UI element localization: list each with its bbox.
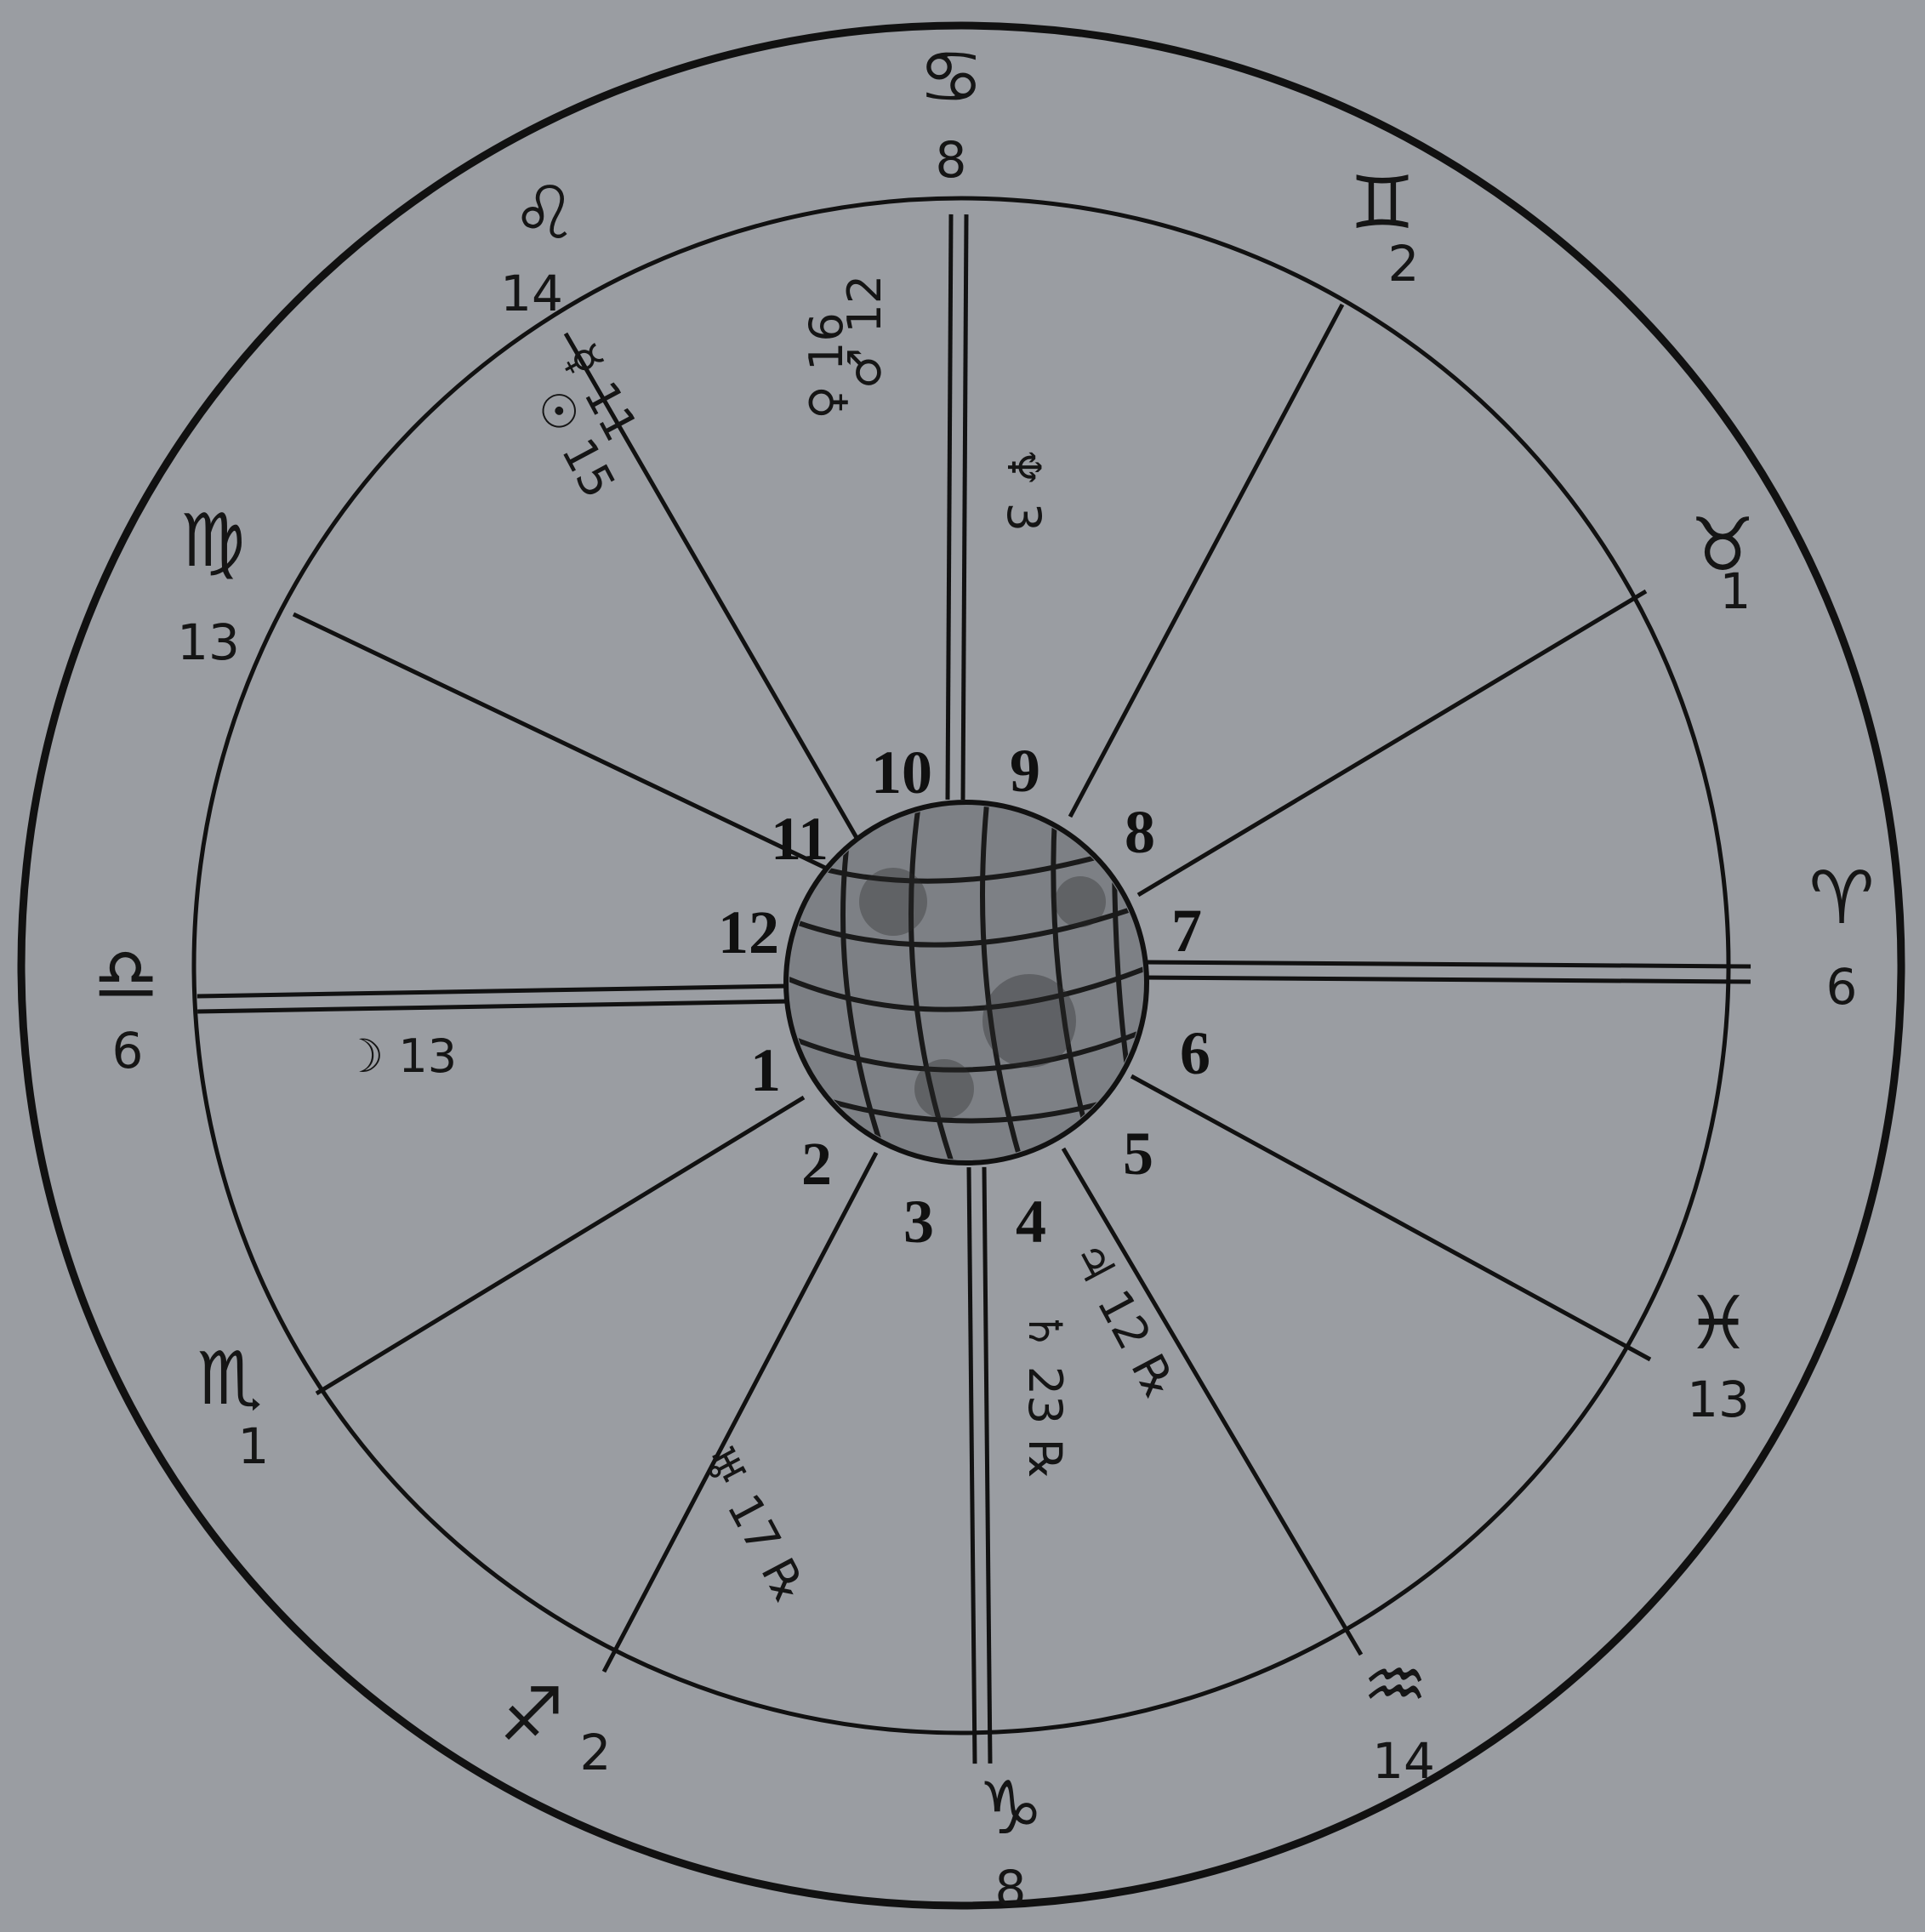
capricorn-icon: ♑	[977, 1766, 1043, 1851]
axis-line	[969, 1167, 975, 1764]
cusp-degree: 2	[1388, 235, 1420, 293]
axis-line	[1142, 977, 1751, 982]
cusp-degree: 2	[580, 1724, 612, 1781]
axis-line	[197, 986, 789, 996]
axis-line	[197, 1001, 789, 1012]
libra-icon: ♎	[93, 932, 158, 1017]
house-number-8: 8	[1125, 798, 1155, 866]
leo-icon: ♌	[511, 171, 577, 256]
cusp-degree: 14	[1372, 1732, 1435, 1790]
house-cusp-line	[604, 1153, 876, 1672]
cusp-degree: 13	[1687, 1371, 1750, 1428]
cancer-icon: ♋	[918, 35, 983, 120]
scorpio-icon: ♏	[196, 1336, 262, 1422]
house-number-9: 9	[1010, 737, 1040, 805]
axis-line	[948, 214, 951, 800]
house-number-12: 12	[718, 898, 779, 966]
cusp-degree: 6	[112, 1022, 144, 1080]
cusp-degree: 13	[177, 613, 240, 671]
gemini-icon: ♊	[1349, 161, 1415, 246]
house-number-1: 1	[750, 1036, 781, 1104]
cusp-degree: 1	[238, 1417, 270, 1475]
house-cusp-line	[1070, 305, 1342, 817]
cusp-label: ♐2	[498, 1673, 611, 1781]
house-cusp-line	[1131, 1076, 1650, 1359]
cusp-label: ♋8	[918, 35, 983, 189]
house-cusp-line	[1063, 1148, 1361, 1655]
house-number-10: 10	[871, 738, 932, 806]
house-number-7: 7	[1171, 897, 1202, 965]
moon-position: ☽ 13	[343, 1029, 457, 1083]
uranus-position: ♅ 17 ℞	[691, 1436, 817, 1611]
cusp-label: ♌ 14	[500, 171, 577, 322]
cusp-degree: 6	[1826, 958, 1858, 1016]
house-number-5: 5	[1123, 1120, 1153, 1188]
neptune-position: ♆ 3	[997, 447, 1051, 532]
cusp-label: ♒14	[1362, 1643, 1434, 1790]
house-number-3: 3	[903, 1188, 934, 1256]
cusp-label: ♊2	[1349, 161, 1419, 293]
house-number-6: 6	[1180, 1019, 1210, 1087]
virgo-icon: ♍	[179, 499, 245, 584]
house-number-4: 4	[1016, 1188, 1046, 1256]
cusp-degree: 8	[936, 131, 967, 189]
cusp-label: ♈6	[1808, 856, 1874, 1016]
cusp-degree: 1	[1720, 562, 1751, 620]
aries-icon: ♈	[1808, 856, 1874, 941]
venus-position: ♀ 16	[800, 312, 853, 419]
cusp-degree: 14	[500, 265, 563, 322]
cusp-label: ♍ 13	[177, 499, 245, 671]
cusp-label: ♏1	[196, 1336, 269, 1475]
house-number-2: 2	[801, 1130, 832, 1198]
house-cusp-line	[1138, 591, 1646, 895]
cusp-label: ♉1	[1689, 503, 1755, 620]
cusp-degree: 8	[995, 1860, 1027, 1918]
saturn-position: ♄ 23 ℞	[1018, 1310, 1072, 1480]
house-cusp-line	[293, 614, 825, 868]
cusp-label: ♑8	[977, 1766, 1043, 1918]
aquarius-icon: ♒	[1362, 1643, 1427, 1728]
axis-line	[963, 214, 966, 800]
sagittarius-icon: ♐	[498, 1673, 564, 1758]
pisces-icon: ♓	[1685, 1281, 1751, 1366]
house-cusp-line	[316, 1097, 804, 1393]
jupiter-position: ♃ 12 ℞	[1061, 1232, 1187, 1407]
globe-icon	[786, 802, 1153, 1165]
house-number-11: 11	[771, 805, 829, 873]
axis-line	[984, 1167, 990, 1764]
cusp-label: ♓13	[1685, 1281, 1751, 1428]
axis-line	[1142, 962, 1751, 966]
cusp-label: ♎6	[93, 932, 158, 1080]
